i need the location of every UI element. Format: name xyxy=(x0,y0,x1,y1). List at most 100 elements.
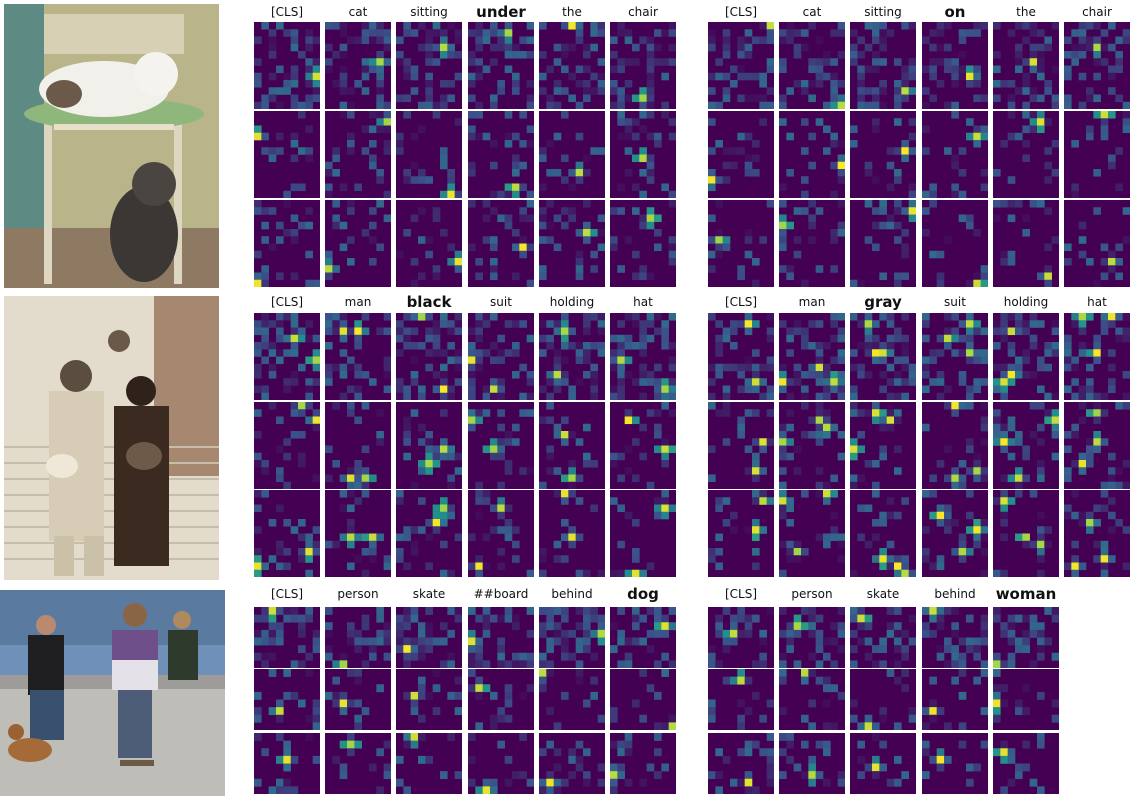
attention-map xyxy=(922,669,988,730)
token-label: hat xyxy=(1087,295,1107,309)
attention-map xyxy=(325,22,391,109)
token-label: the xyxy=(1016,5,1036,19)
attention-map xyxy=(993,111,1059,198)
token-label: hat xyxy=(633,295,653,309)
attention-map xyxy=(468,669,534,730)
attention-map xyxy=(922,313,988,400)
attention-map xyxy=(610,22,676,109)
attention-map xyxy=(993,733,1059,794)
attention-map xyxy=(779,200,845,287)
attention-map xyxy=(708,111,774,198)
attention-map xyxy=(468,200,534,287)
attention-map xyxy=(708,22,774,109)
attention-map xyxy=(779,22,845,109)
attention-map xyxy=(1064,402,1130,489)
attention-map xyxy=(539,111,605,198)
attention-map xyxy=(396,402,462,489)
skateboard-dog-photo xyxy=(0,590,225,796)
attention-map xyxy=(254,733,320,794)
attention-map xyxy=(396,733,462,794)
highlighted-token-label: dog xyxy=(627,585,659,603)
attention-map xyxy=(468,111,534,198)
attention-map xyxy=(539,200,605,287)
attention-map xyxy=(708,733,774,794)
token-label: holding xyxy=(549,295,595,309)
token-label: [CLS] xyxy=(270,587,304,601)
token-label: [CLS] xyxy=(270,295,304,309)
token-label: chair xyxy=(628,5,658,19)
attention-map xyxy=(708,313,774,400)
attention-map xyxy=(922,402,988,489)
attention-map xyxy=(325,111,391,198)
cat-chair-photo xyxy=(4,4,219,288)
attention-map xyxy=(468,402,534,489)
attention-map xyxy=(325,402,391,489)
attention-map xyxy=(610,200,676,287)
attention-map xyxy=(539,607,605,668)
attention-map xyxy=(922,111,988,198)
attention-map xyxy=(993,607,1059,668)
highlighted-token-label: gray xyxy=(864,293,902,311)
attention-map xyxy=(396,111,462,198)
attention-map xyxy=(779,669,845,730)
attention-map xyxy=(708,669,774,730)
highlighted-token-label: under xyxy=(476,3,526,21)
token-label: the xyxy=(562,5,582,19)
attention-map xyxy=(468,313,534,400)
attention-map xyxy=(254,313,320,400)
attention-map xyxy=(1064,313,1130,400)
token-label: [CLS] xyxy=(724,5,758,19)
attention-map xyxy=(993,22,1059,109)
attention-map xyxy=(254,402,320,489)
attention-map xyxy=(779,402,845,489)
attention-map xyxy=(610,111,676,198)
attention-map xyxy=(708,402,774,489)
attention-map xyxy=(850,733,916,794)
attention-map xyxy=(779,490,845,577)
token-label: behind xyxy=(934,587,976,601)
token-label: [CLS] xyxy=(724,295,758,309)
attention-map xyxy=(993,313,1059,400)
attention-map xyxy=(325,607,391,668)
token-label: chair xyxy=(1082,5,1112,19)
attention-map xyxy=(396,669,462,730)
token-label: person xyxy=(791,587,833,601)
attention-map xyxy=(325,669,391,730)
attention-map xyxy=(396,607,462,668)
attention-map xyxy=(325,200,391,287)
token-label: sitting xyxy=(864,5,902,19)
attention-map xyxy=(610,490,676,577)
attention-map xyxy=(708,490,774,577)
attention-map xyxy=(254,200,320,287)
attention-map xyxy=(396,490,462,577)
token-label: behind xyxy=(551,587,593,601)
attention-map xyxy=(254,22,320,109)
attention-map xyxy=(922,490,988,577)
attention-map xyxy=(1064,490,1130,577)
attention-map xyxy=(468,22,534,109)
attention-map xyxy=(325,733,391,794)
attention-map xyxy=(708,200,774,287)
attention-map xyxy=(254,669,320,730)
attention-map xyxy=(850,313,916,400)
attention-map xyxy=(325,490,391,577)
attention-map xyxy=(779,733,845,794)
attention-map xyxy=(468,607,534,668)
attention-map xyxy=(850,111,916,198)
attention-map xyxy=(850,669,916,730)
attention-map xyxy=(993,669,1059,730)
token-label: person xyxy=(337,587,379,601)
attention-map xyxy=(1064,111,1130,198)
token-label: sitting xyxy=(410,5,448,19)
token-label: skate xyxy=(412,587,446,601)
attention-map xyxy=(922,733,988,794)
attention-map xyxy=(539,402,605,489)
attention-map xyxy=(610,402,676,489)
attention-map xyxy=(254,607,320,668)
attention-map xyxy=(993,402,1059,489)
highlighted-token-label: woman xyxy=(995,585,1057,603)
attention-map xyxy=(610,733,676,794)
attention-map xyxy=(610,313,676,400)
token-label: skate xyxy=(866,587,900,601)
attention-map xyxy=(610,669,676,730)
